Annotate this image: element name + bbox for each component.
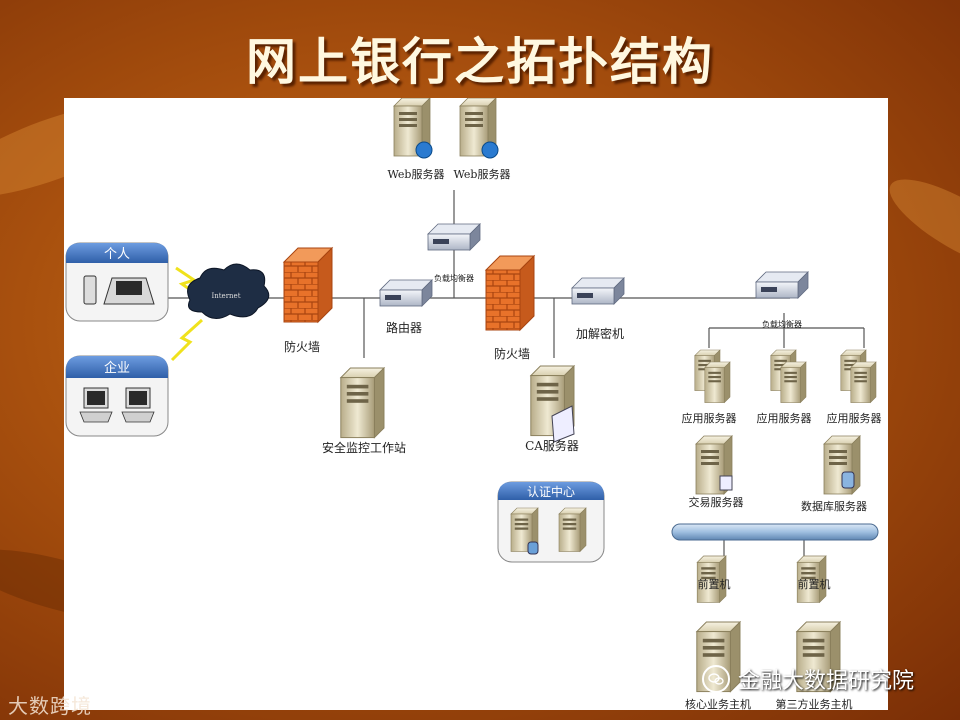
monitor-workstation	[340, 367, 385, 439]
web-server-2-label: Web服务器	[454, 168, 511, 181]
pc-icon	[121, 387, 155, 423]
router-label: 路由器	[386, 320, 422, 335]
pc-icon	[79, 387, 113, 423]
certificate-icon	[551, 405, 575, 443]
db-server-label: 数据库服务器	[801, 499, 867, 513]
load-balancer-top-label: 负载均衡器	[434, 273, 474, 283]
app-server-1-label: 应用服务器	[682, 411, 737, 425]
load-balancer-right-label: 负载均衡器	[762, 319, 802, 329]
app-server-1	[694, 349, 731, 403]
firewall-1-label: 防火墙	[284, 339, 320, 354]
load-balancer-top	[427, 223, 481, 251]
front-machine-1-label: 前置机	[698, 577, 731, 591]
zone-cert-center-label: 认证中心	[527, 484, 575, 499]
watermark-left: 大数跨境	[8, 694, 92, 718]
encryptor-label: 加解密机	[576, 326, 624, 341]
firewall-2	[485, 255, 535, 331]
app-server-2-label: 应用服务器	[757, 411, 812, 425]
zone-enterprise-label: 企业	[104, 360, 130, 376]
zone-enterprise: 企业	[65, 355, 169, 437]
zone-personal: 个人	[65, 242, 169, 322]
third-party-host-label: 第三方业务主机	[776, 697, 853, 710]
firewall-2-label: 防火墙	[494, 346, 530, 361]
database-icon	[841, 471, 855, 489]
web-server-1-label: Web服务器	[388, 168, 445, 181]
zone-cert-center: 认证中心	[497, 481, 605, 563]
topology-diagram: Web服务器 Web服务器 负载均衡器 个人 企业 Internet 防火墙 路…	[65, 98, 882, 710]
page-title: 网上银行之拓扑结构	[246, 33, 714, 91]
network-bus	[671, 523, 879, 541]
lightning-link-enterprise	[170, 318, 204, 362]
document-icon	[719, 475, 733, 491]
globe-icon	[415, 141, 433, 159]
load-balancer-right	[755, 271, 809, 299]
watermark-right-text: 金融大数据研究院	[738, 669, 915, 694]
front-machine-2-label: 前置机	[798, 577, 831, 591]
mobile-phone-icon	[83, 275, 97, 305]
trade-server-label: 交易服务器	[689, 495, 744, 509]
encryptor	[571, 277, 625, 305]
app-server-3	[840, 349, 877, 403]
diagram-panel: Web服务器 Web服务器 负载均衡器 个人 企业 Internet 防火墙 路…	[64, 98, 888, 710]
zone-personal-label: 个人	[104, 247, 130, 262]
ca-server-label: CA服务器	[525, 438, 579, 453]
core-host-label: 核心业务主机	[685, 697, 751, 710]
wechat-icon	[702, 665, 730, 693]
bg-streak	[878, 163, 960, 287]
monitor-label: 安全监控工作站	[322, 440, 406, 455]
globe-icon	[481, 141, 499, 159]
app-server-3-label: 应用服务器	[827, 411, 882, 425]
firewall-1	[283, 247, 333, 323]
router	[379, 279, 433, 307]
watermark-right: 金融大数据研究院	[702, 664, 952, 694]
app-server-2	[770, 349, 807, 403]
internet-label: Internet	[211, 292, 240, 300]
internet-cloud: Internet	[187, 263, 270, 319]
cert-server-2	[558, 507, 587, 552]
database-icon	[527, 541, 539, 555]
